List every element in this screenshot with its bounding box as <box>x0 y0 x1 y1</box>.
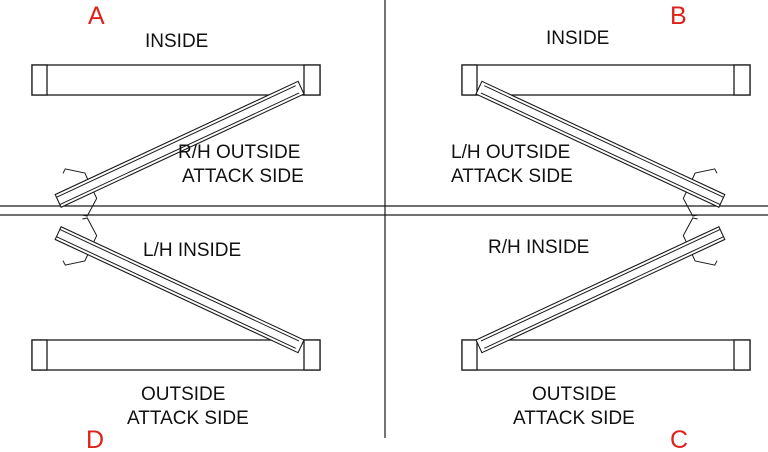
quadrant-b-inside-label: INSIDE <box>546 28 609 49</box>
quadrant-c-attack-side-label: ATTACK SIDE <box>513 408 635 429</box>
quadrant-letter-a: A <box>88 2 105 30</box>
quadrant-a-inside-label: INSIDE <box>145 31 208 52</box>
quadrant-c: R/H INSIDE OUTSIDE ATTACK SIDE C <box>461 208 751 452</box>
quadrant-a-side-label-1: R/H OUTSIDE <box>178 142 300 163</box>
quadrant-d-inside-label: L/H INSIDE <box>143 240 241 261</box>
quadrant-d: L/H INSIDE OUTSIDE ATTACK SIDE D <box>31 208 321 452</box>
quadrant-d-attack-side-label: ATTACK SIDE <box>127 408 249 429</box>
quadrant-letter-d: D <box>86 426 104 452</box>
quadrant-letter-b: B <box>670 2 687 30</box>
quadrant-d-outside-label: OUTSIDE <box>141 384 225 405</box>
quadrant-letter-c: C <box>670 426 688 452</box>
quadrant-a-side-label-2: ATTACK SIDE <box>182 166 304 187</box>
quadrant-c-inside-label: R/H INSIDE <box>488 237 589 258</box>
quadrant-b-side-label-2: ATTACK SIDE <box>451 166 573 187</box>
quadrant-a: A INSIDE R/H OUTSIDE ATTACK SIDE <box>31 2 321 226</box>
quadrant-a-door-frame <box>31 64 321 96</box>
quadrant-c-door-frame <box>461 339 751 371</box>
quadrant-c-outside-label: OUTSIDE <box>532 384 616 405</box>
quadrant-b-side-label-1: L/H OUTSIDE <box>451 142 570 163</box>
quadrant-b-door-frame <box>461 64 751 96</box>
quadrant-d-door-frame <box>31 339 321 371</box>
quadrant-b: B INSIDE L/H OUTSIDE ATTACK SIDE <box>451 2 751 226</box>
